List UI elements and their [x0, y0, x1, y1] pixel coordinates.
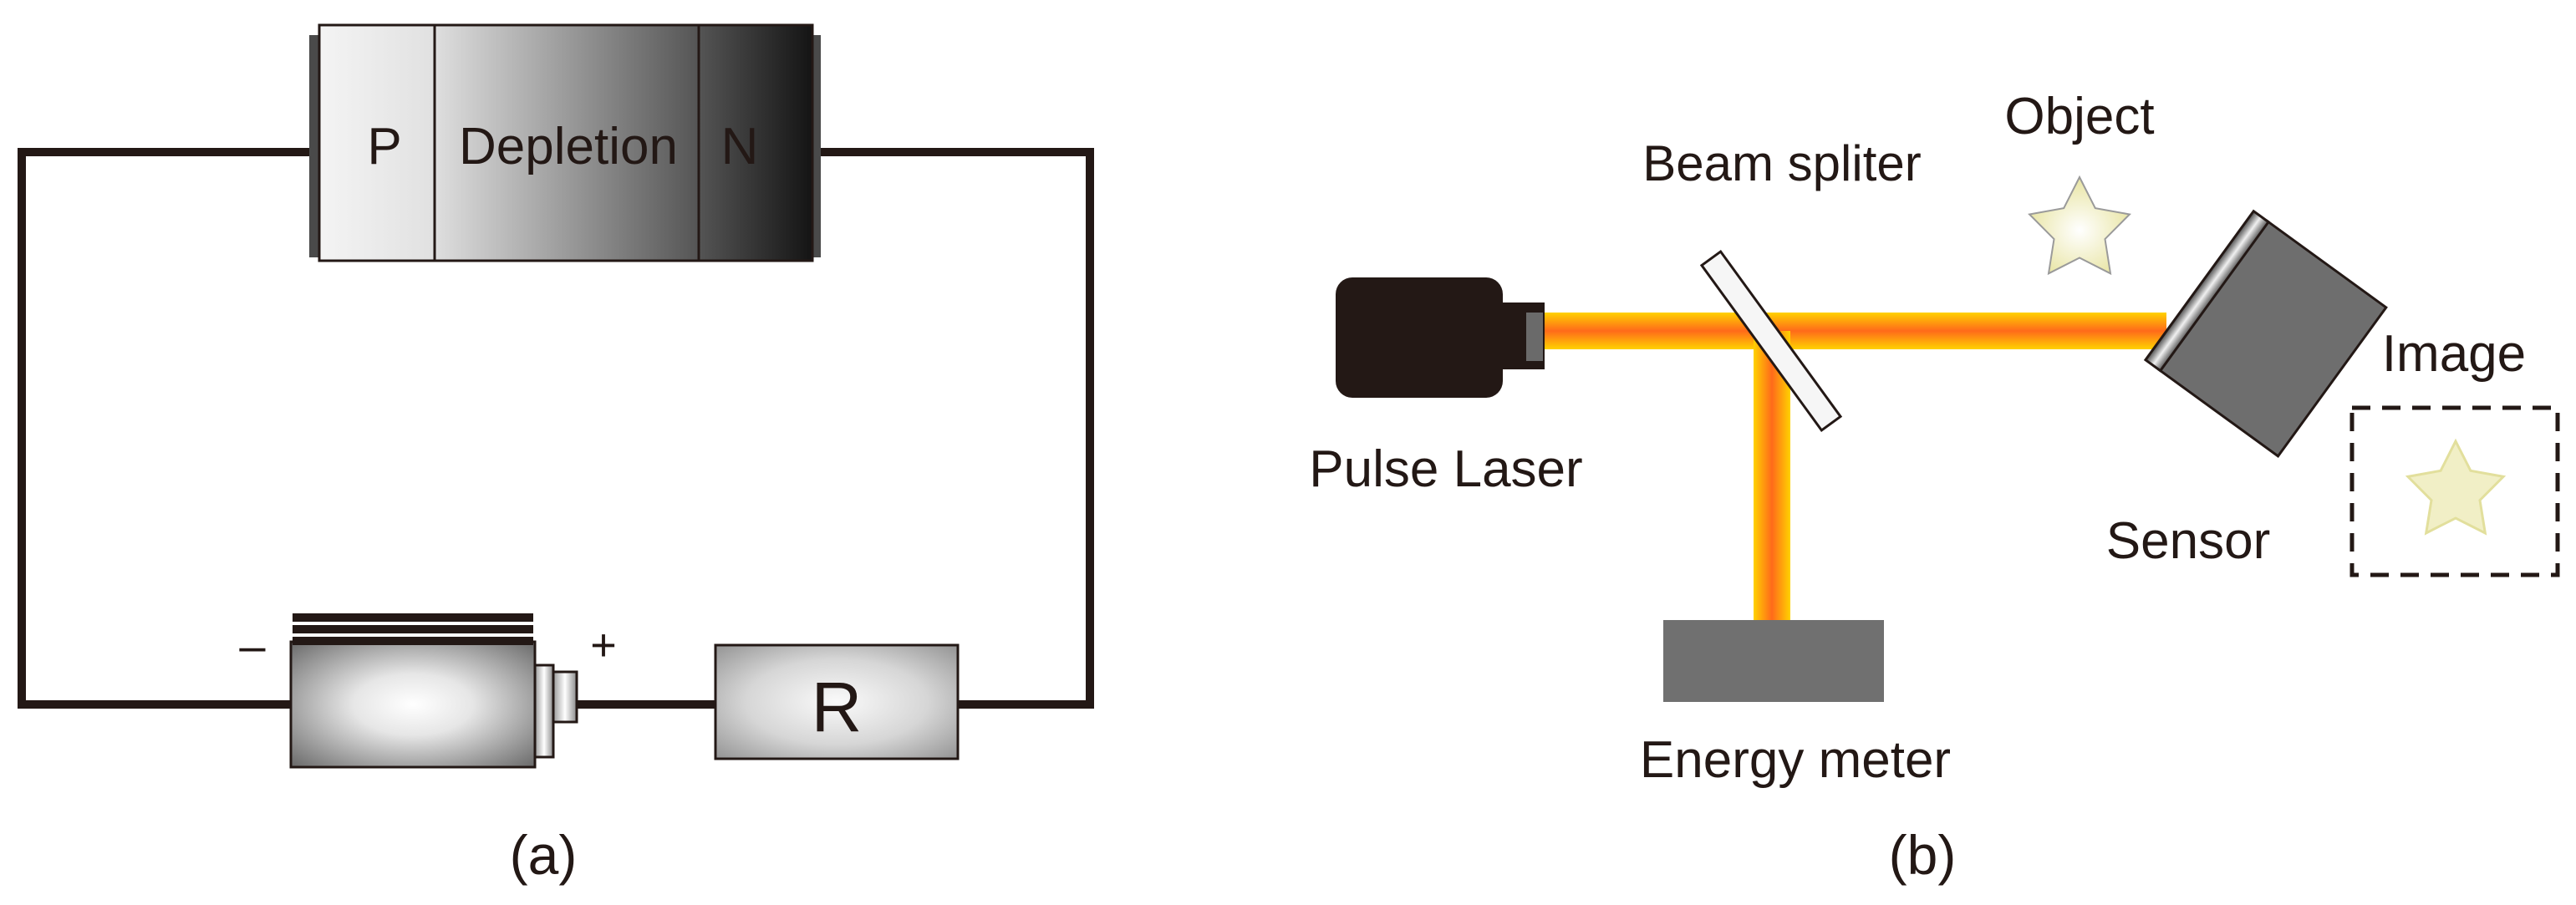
- image-star-icon: [2405, 438, 2507, 536]
- panel-a-caption: (a): [510, 824, 578, 886]
- battery-negative-label: –: [239, 619, 266, 672]
- battery-terminal-tip: [552, 670, 578, 724]
- sensor: [2143, 209, 2388, 458]
- beam-splitter-plate: [1699, 249, 1843, 433]
- battery-terminal: [533, 663, 555, 759]
- n-region-label: N: [721, 118, 759, 175]
- object: Object: [2004, 88, 2155, 276]
- image-label: Image: [2382, 325, 2526, 383]
- image-frame: [2349, 405, 2560, 577]
- pulse-laser-aperture: [1526, 313, 1543, 361]
- object-label: Object: [2004, 88, 2154, 145]
- panel-b-setup: Pulse Laser Beam spliter Object Sensor I…: [1309, 88, 2560, 886]
- panel-b-caption: (b): [1889, 824, 1957, 886]
- beam-splitter-label: Beam spliter: [1642, 135, 1921, 191]
- circuit-wire: [18, 148, 1094, 709]
- depletion-region-label: Depletion: [459, 118, 678, 175]
- pn-junction-body: [318, 23, 814, 262]
- beam-splitter: Beam spliter: [1642, 135, 1922, 433]
- energy-meter-label: Energy meter: [1640, 731, 1951, 789]
- energy-meter: Energy meter: [1640, 620, 1951, 789]
- battery-positive-label: +: [590, 620, 617, 670]
- sensor-label: Sensor: [2106, 512, 2270, 570]
- pn-junction: P Depletion N: [309, 23, 821, 262]
- p-region-label: P: [367, 118, 401, 175]
- laser-beam-horizontal: [1543, 313, 2166, 349]
- battery-body: [289, 640, 537, 769]
- resistor-body: [714, 643, 960, 760]
- resistor-label: R: [812, 668, 863, 746]
- battery-fins: [293, 613, 533, 645]
- battery: – +: [239, 613, 617, 769]
- sensor-face: [2143, 209, 2271, 373]
- pulse-laser: Pulse Laser: [1309, 277, 1583, 498]
- object-star-icon: [2028, 175, 2131, 276]
- resistor: R: [714, 643, 960, 760]
- energy-meter-body: [1663, 620, 1884, 702]
- panel-a-circuit: P Depletion N – + R (a): [18, 23, 1094, 886]
- image-output: Image: [2349, 325, 2560, 577]
- pulse-laser-body: [1336, 277, 1503, 398]
- pulse-laser-label: Pulse Laser: [1309, 440, 1582, 498]
